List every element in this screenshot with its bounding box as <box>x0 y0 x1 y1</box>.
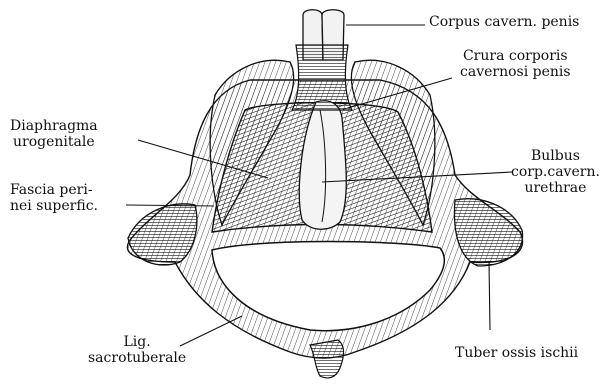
left-ischial-tuberosity <box>128 204 197 265</box>
label-bulbus: Bulbus corp.cavern. urethrae <box>511 148 600 196</box>
label-corpus-cavern-penis: Corpus cavern. penis <box>429 14 579 30</box>
right-ischial-tuberosity <box>454 199 522 266</box>
label-fascia-perinei: Fascia peri- nei superfic. <box>10 182 98 214</box>
sacral-tip <box>310 340 344 378</box>
corpus-cavernosum-shaft <box>292 10 352 110</box>
label-crura-corporis: Crura corporis cavernosi penis <box>460 48 571 80</box>
leader-tuber <box>489 262 490 330</box>
label-lig-sacrotuberale: Lig. sacrotuberale <box>88 334 186 366</box>
label-diaphragma-urogenitale: Diaphragma urogenitale <box>10 118 98 150</box>
leader-lig <box>180 316 242 346</box>
label-tuber-ossis-ischii: Tuber ossis ischii <box>455 345 578 361</box>
